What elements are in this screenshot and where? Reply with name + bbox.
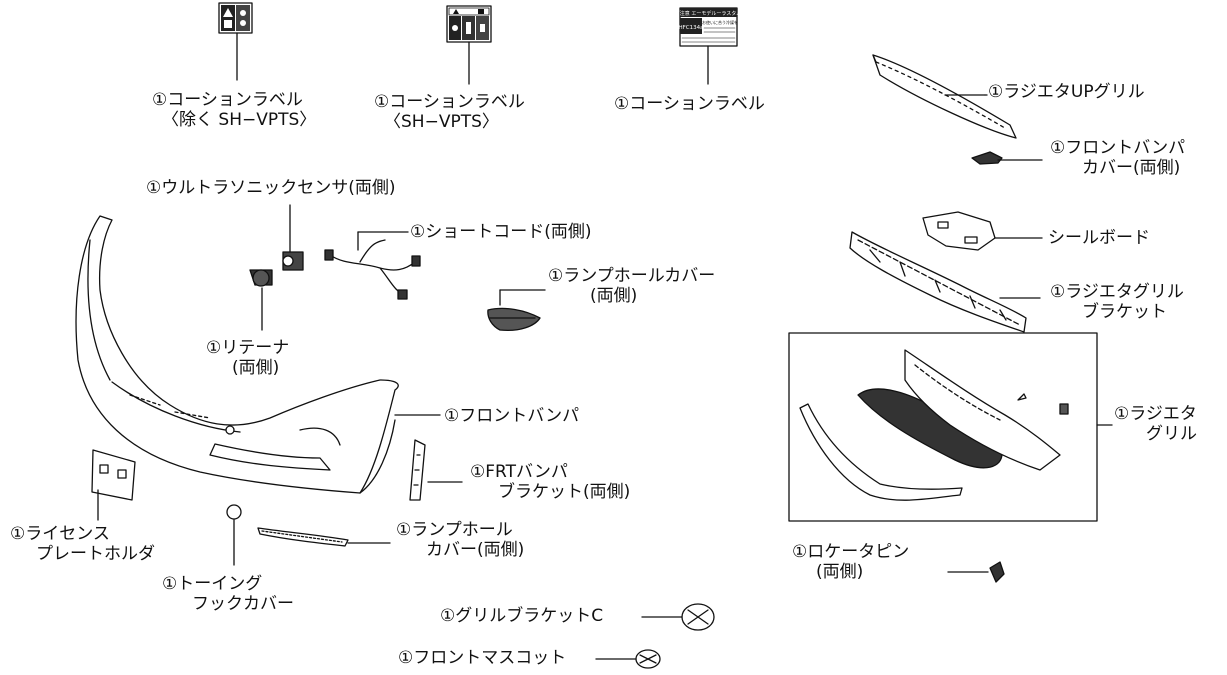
short-cord-icon [324,239,421,300]
frt-bumper-bracket-icon [409,439,426,501]
seal-board-icon [922,211,996,251]
radiator-grille-bracket-icon [849,231,1027,333]
grille-bracket-c-icon [681,603,715,631]
lamp-hole-cover-upper-icon [487,307,541,332]
locator-pin-icon [989,561,1005,583]
license-plate-holder-icon [91,449,136,501]
label-caution-3: ①コーションラベル [614,94,765,114]
radiator-up-grille-icon [872,54,1017,139]
svg-text:ご注意 エーモデルーラスタム: ご注意 エーモデルーラスタム [675,10,742,17]
label-caution-1: ①コーションラベル 〈除く SH−VPTS〉 [152,90,317,130]
towing-hook-cover-icon [226,504,242,520]
caution-label-1-icon [218,2,253,34]
label-license-plate-holder: ①ライセンス プレートホルダ [10,524,155,564]
radiator-grille-icon [799,349,1069,501]
label-front-mascot: ①フロントマスコット [398,648,567,668]
label-radiator-up-grille: ①ラジエタUPグリル [988,82,1145,102]
svg-text:お使いに合う冷媒を: お使いに合う冷媒を [702,19,738,25]
lamp-hole-cover-lower-icon [257,527,349,547]
retainer-icon [252,269,270,287]
label-short-cord: ①ショートコード(両側) [410,222,592,242]
label-ultrasonic-sensor: ①ウルトラソニックセンサ(両側) [146,178,396,198]
label-front-bumper-cover: ①フロントバンパ カバー(両側) [1050,138,1186,178]
front-mascot-icon [635,649,661,669]
label-caution-2: ①コーションラベル 〈SH−VPTS〉 [374,92,525,132]
label-front-bumper: ①フロントバンパ [444,406,580,426]
label-lamp-hole-cover-upper: ①ランプホールカバー (両側) [548,266,716,306]
caution-label-3-icon: ご注意 エーモデルーラスタム HFC134a お使いに合う冷媒を [675,7,742,47]
front-bumper-cover-icon [971,151,1003,165]
label-locator-pin: ①ロケータピン (両側) [792,542,910,582]
label-frt-bumper-bracket: ①FRTバンパ ブラケット(両側) [470,462,631,502]
label-seal-board: シールボード [1048,228,1150,248]
label-radiator-grille: ①ラジエタ グリル [1114,404,1197,444]
radiator-grille-box [788,332,1098,522]
label-radiator-grille-bracket: ①ラジエタグリル ブラケット [1050,282,1184,322]
label-grille-bracket-c: ①グリルブラケットC [440,606,604,626]
front-bumper-icon [75,215,399,494]
caution-label-2-icon [446,5,492,43]
label-towing-hook-cover: ①トーイング フックカバー [162,574,294,614]
label-retainer: ①リテーナ (両側) [206,338,290,378]
label-lamp-hole-cover-lower: ①ランプホール カバー(両側) [396,520,525,560]
svg-text:HFC134a: HFC134a [678,25,703,31]
